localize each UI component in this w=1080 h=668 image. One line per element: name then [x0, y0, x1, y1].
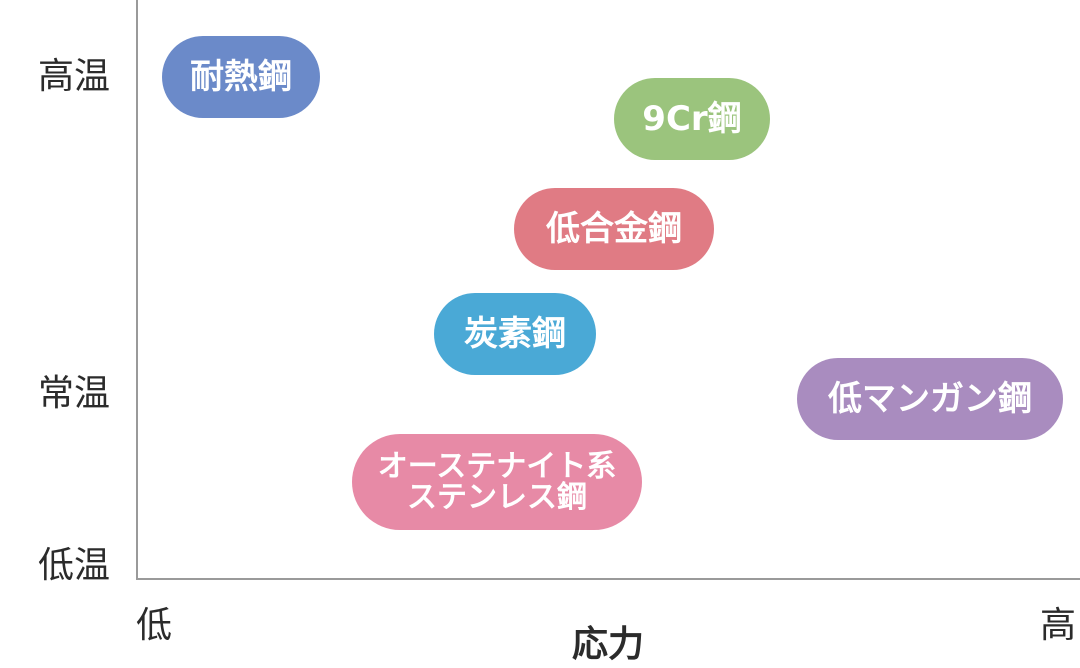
x-axis-title: 応力: [571, 624, 644, 665]
pill-carbon-steel: 炭素鋼: [434, 293, 596, 375]
pill-label-line1: オーステナイト系: [377, 449, 617, 484]
y-label-room-temperature: 常温: [38, 373, 111, 414]
pill-9cr-steel: 9Cr鋼: [614, 78, 770, 160]
y-label-high-temperature: 高温: [38, 56, 111, 97]
pill-low-alloy-steel: 低合金鋼: [514, 188, 714, 270]
pill-label: 炭素鋼: [464, 314, 566, 354]
pill-label: 耐熱鋼: [190, 57, 292, 97]
pill-austenitic-stainless-steel: オーステナイト系 ステンレス鋼: [352, 434, 642, 530]
pill-label-line2: ステンレス鋼: [407, 480, 587, 515]
pill-label: 低合金鋼: [546, 209, 682, 249]
y-axis-line: [136, 0, 138, 580]
pill-label: 低マンガン鋼: [828, 379, 1032, 419]
x-label-high: 高: [1040, 605, 1077, 646]
pill-label: 9Cr鋼: [642, 99, 742, 139]
x-axis-line: [136, 578, 1080, 580]
y-label-low-temperature: 低温: [38, 545, 111, 586]
x-label-low: 低: [136, 605, 173, 646]
pill-low-manganese-steel: 低マンガン鋼: [797, 358, 1063, 440]
pill-heat-resistant-steel: 耐熱鋼: [162, 36, 320, 118]
